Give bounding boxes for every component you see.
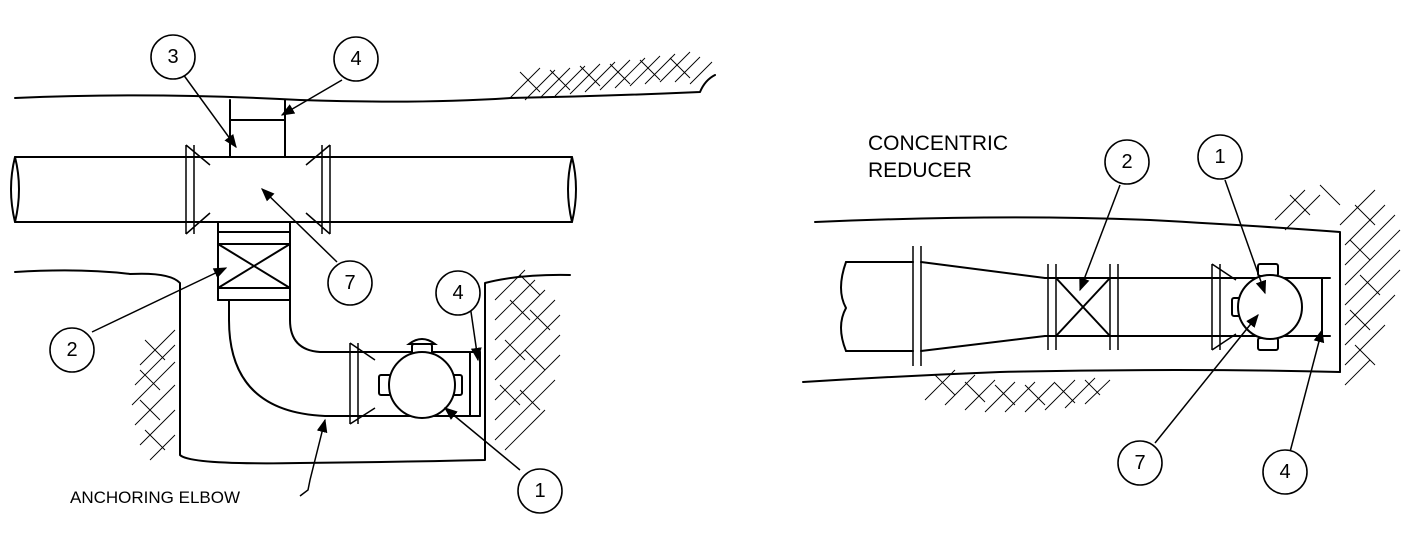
svg-text:7: 7 — [344, 272, 355, 294]
callout-7-right: 7 — [1117, 440, 1163, 486]
callout-7-left: 7 — [327, 260, 373, 306]
callout-2-left: 2 — [49, 327, 95, 373]
concentric-reducer-label-line2: REDUCER — [868, 159, 972, 182]
svg-text:1: 1 — [1214, 146, 1225, 168]
trench-top-right — [814, 216, 1341, 373]
svg-text:4: 4 — [452, 282, 463, 304]
callout-1-left: 1 — [517, 468, 563, 514]
valve-right — [1047, 264, 1119, 350]
svg-text:2: 2 — [66, 339, 77, 361]
valve-left — [217, 221, 291, 301]
svg-text:2: 2 — [1121, 151, 1132, 173]
main-pipe-left — [10, 144, 577, 235]
callout-4-right-left: 4 — [435, 270, 481, 316]
concentric-reducer-label-line1: CONCENTRIC — [868, 132, 1008, 155]
leaders-left — [91, 69, 521, 497]
anchoring-elbow-label: ANCHORING ELBOW — [70, 488, 240, 507]
fitting-sphere-right — [1231, 263, 1303, 351]
soil-hatch-left-left — [131, 329, 176, 461]
svg-text:4: 4 — [1279, 461, 1290, 483]
fitting-sphere-left — [378, 338, 463, 419]
trench-outline-left — [14, 269, 571, 465]
svg-text:4: 4 — [350, 48, 361, 70]
callout-4-top-left: 4 — [333, 36, 379, 82]
ground-line-top-left — [14, 74, 716, 103]
svg-text:7: 7 — [1134, 452, 1145, 474]
callout-1-right: 1 — [1197, 134, 1243, 180]
flange-right — [1211, 263, 1323, 351]
left-detail: 3 4 7 2 4 1 ANCHORING ELBOW — [10, 34, 716, 514]
anchoring-elbow — [228, 299, 361, 417]
svg-text:1: 1 — [534, 480, 545, 502]
callout-3-left: 3 — [150, 34, 196, 80]
right-detail: CONCENTRIC REDUCER — [802, 132, 1401, 495]
soil-hatch-bottom-right — [924, 369, 1111, 413]
trench-bottom-right — [802, 369, 1341, 383]
svg-text:3: 3 — [167, 46, 178, 68]
callout-2-right: 2 — [1104, 139, 1150, 185]
soil-hatch-right-left — [494, 269, 561, 451]
tee-riser — [229, 99, 286, 158]
soil-hatch-top-left — [509, 51, 713, 101]
leaders-right — [1079, 179, 1325, 453]
soil-hatch-right-right — [1274, 184, 1401, 386]
callout-4-right: 4 — [1262, 449, 1308, 495]
